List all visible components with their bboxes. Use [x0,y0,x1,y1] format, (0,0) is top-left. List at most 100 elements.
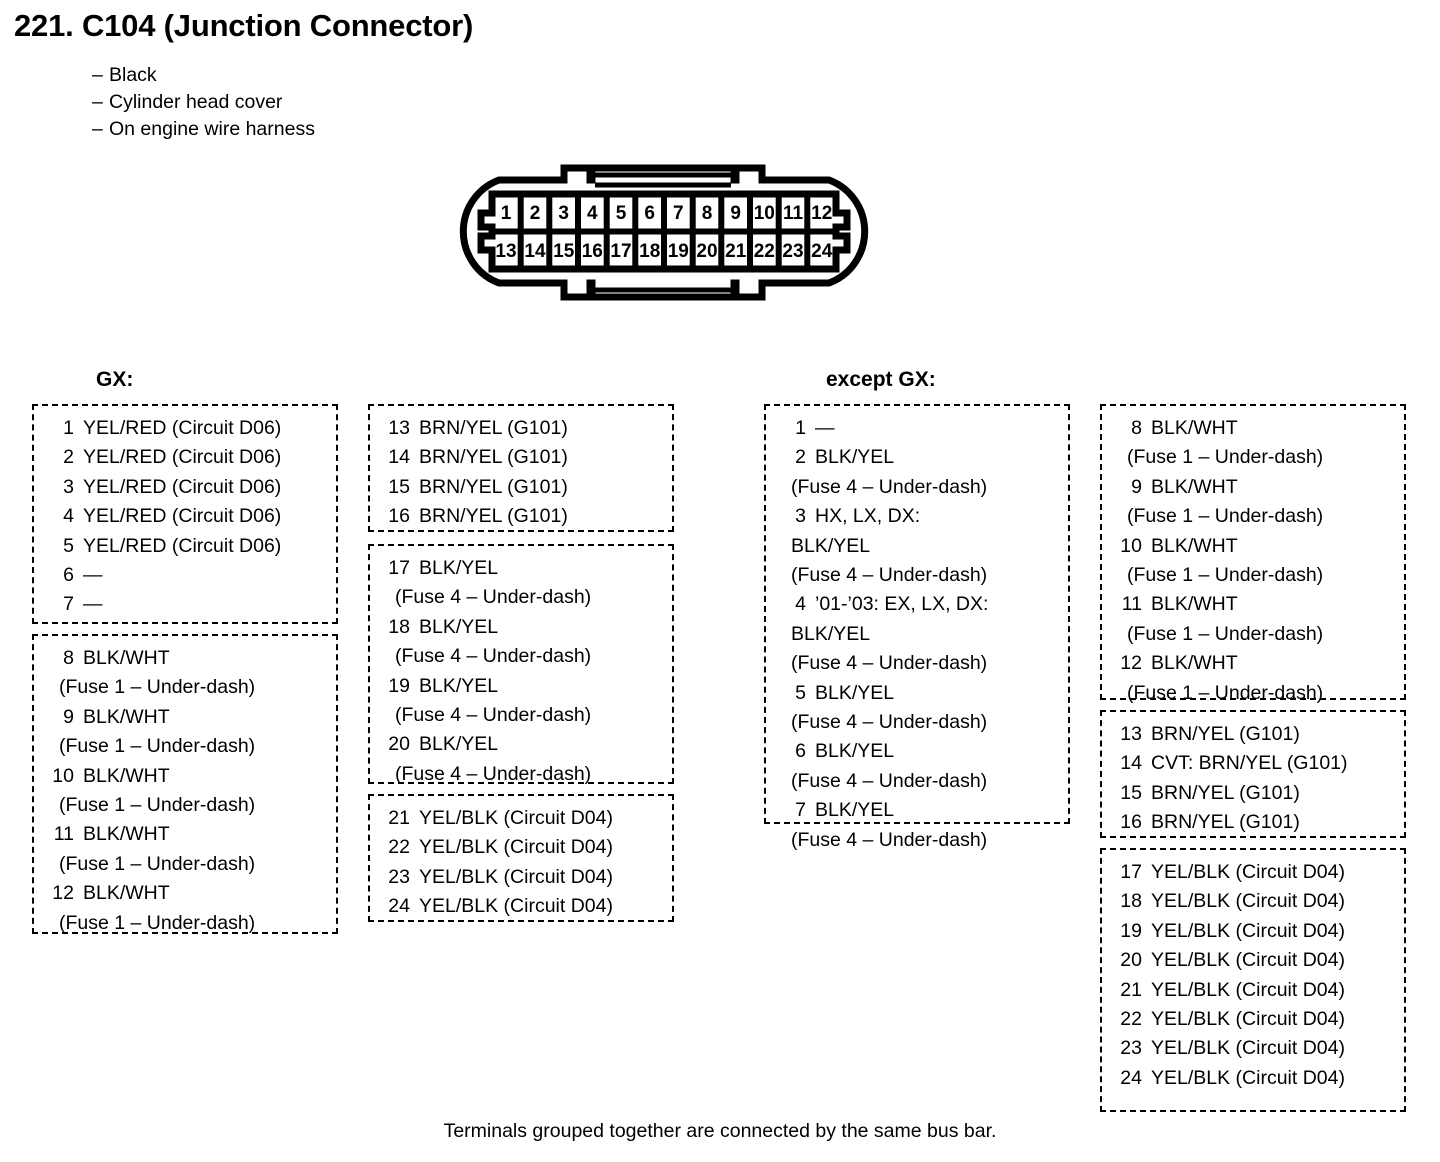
pin-number: 1 [795,417,806,439]
pin-wire-label: YEL/BLK (Circuit D04) [1151,1037,1345,1060]
pin-wire-detail: (Fuse 4 – Under-dash) [395,645,592,668]
pin-wire-detail: BLK/YEL [791,534,871,557]
pin-wire-detail: (Fuse 1 – Under-dash) [59,794,256,817]
pin-wire-label: BLK/WHT [83,764,170,787]
pin-wire-detail: (Fuse 4 – Under-dash) [791,652,988,675]
pin-number: 4 [63,505,74,528]
pin-row: 21 YEL/BLK (Circuit D04) [1112,976,1394,1005]
pin-row: 4’01-’03: EX, LX, DX: [776,590,1058,619]
connector-attribute-label: On engine wire harness [109,118,315,140]
pin-wire-detail: (Fuse 4 – Under-dash) [395,704,592,727]
pin-wire-detail: (Fuse 1 – Under-dash) [59,676,256,699]
pin-number: 4 [795,593,806,616]
pin-wire-detail: (Fuse 1 – Under-dash) [1127,446,1324,469]
pin-wire-detail: (Fuse 4 – Under-dash) [395,762,592,785]
pin-wire-label: BLK/WHT [83,705,170,728]
pin-wire-label: YEL/BLK (Circuit D04) [1151,1008,1345,1031]
connector-attribute: –On engine wire harness [92,116,315,143]
pin-number: 3 [63,475,74,498]
pin-wire-label: CVT: BRN/YEL (G101) [1151,752,1348,775]
svg-text:2: 2 [530,203,541,224]
connector-pinout-diagram: 1 2 3 4 5 6 7 8 9 10 11 12 13 14 15 16 1… [404,163,1004,348]
pin-number: 1 [63,417,74,439]
pin-wire-label: BLK/YEL [419,615,499,638]
pin-wire-label: BLK/YEL [419,733,499,756]
pin-number: 20 [1120,949,1142,972]
pin-wire-label: HX, LX, DX: [815,505,921,528]
pin-number: 15 [388,475,410,498]
pin-number: 21 [1120,978,1142,1001]
pin-wire-label: — [83,564,103,587]
pin-row: 17 YEL/BLK (Circuit D04) [1112,858,1394,887]
pin-number: 24 [388,895,410,918]
pin-wire-label: YEL/RED (Circuit D06) [83,475,282,498]
pin-row: 7— [44,590,326,619]
pin-number: 7 [795,799,806,822]
pin-number: 14 [1120,752,1142,775]
pin-wire-detail: (Fuse 4 – Under-dash) [791,564,988,587]
svg-text:5: 5 [616,203,627,224]
pin-wire-label: YEL/BLK (Circuit D04) [1151,861,1345,883]
pin-wire-label: YEL/RED (Circuit D06) [83,417,282,439]
pin-wire-label: BLK/WHT [1151,417,1238,439]
svg-text:15: 15 [553,241,575,262]
pin-wire-label: BLK/WHT [1151,534,1238,557]
pin-row: 6 BLK/YEL [776,737,1058,766]
bullet-dash-icon: – [92,64,103,86]
bullet-dash-icon: – [92,118,103,140]
pin-wire-detail: (Fuse 4 – Under-dash) [395,586,592,609]
pin-wire-label: YEL/BLK (Circuit D04) [1151,978,1345,1001]
svg-text:20: 20 [696,241,717,262]
pin-number: 19 [388,674,410,697]
svg-text:17: 17 [610,241,631,262]
pin-number: 17 [388,557,410,579]
connector-attribute: –Black [92,62,315,89]
pin-wire-label: BLK/WHT [1151,652,1238,675]
pin-wire-detail: (Fuse 1 – Under-dash) [1127,505,1324,528]
pin-number: 12 [1120,652,1142,675]
pin-number: 11 [1121,593,1142,616]
pin-wire-label: — [83,593,103,616]
pin-wire-label: BLK/YEL [419,674,499,697]
pin-number: 18 [1120,890,1142,913]
pin-number: 6 [795,740,806,763]
pin-number: 17 [1120,861,1142,883]
pin-wire-detail: (Fuse 1 – Under-dash) [1127,564,1324,587]
pin-wire-detail: (Fuse 4 – Under-dash) [791,828,988,851]
pin-wire-label: BRN/YEL (G101) [1151,811,1300,834]
pin-number: 5 [63,534,74,557]
svg-text:11: 11 [783,203,804,224]
pin-number: 12 [52,882,74,905]
section-heading-gx: GX: [96,368,134,391]
pin-wire-label: BRN/YEL (G101) [419,417,568,439]
svg-text:3: 3 [558,203,569,224]
pin-wire-detail: (Fuse 4 – Under-dash) [791,475,988,498]
pin-row: 1 YEL/RED (Circuit D06) [44,414,326,443]
pin-number: 11 [53,823,74,846]
pin-wire-label: BLK/YEL [815,740,895,763]
pin-number: 6 [63,564,74,587]
connector-attribute: –Cylinder head cover [92,89,315,116]
